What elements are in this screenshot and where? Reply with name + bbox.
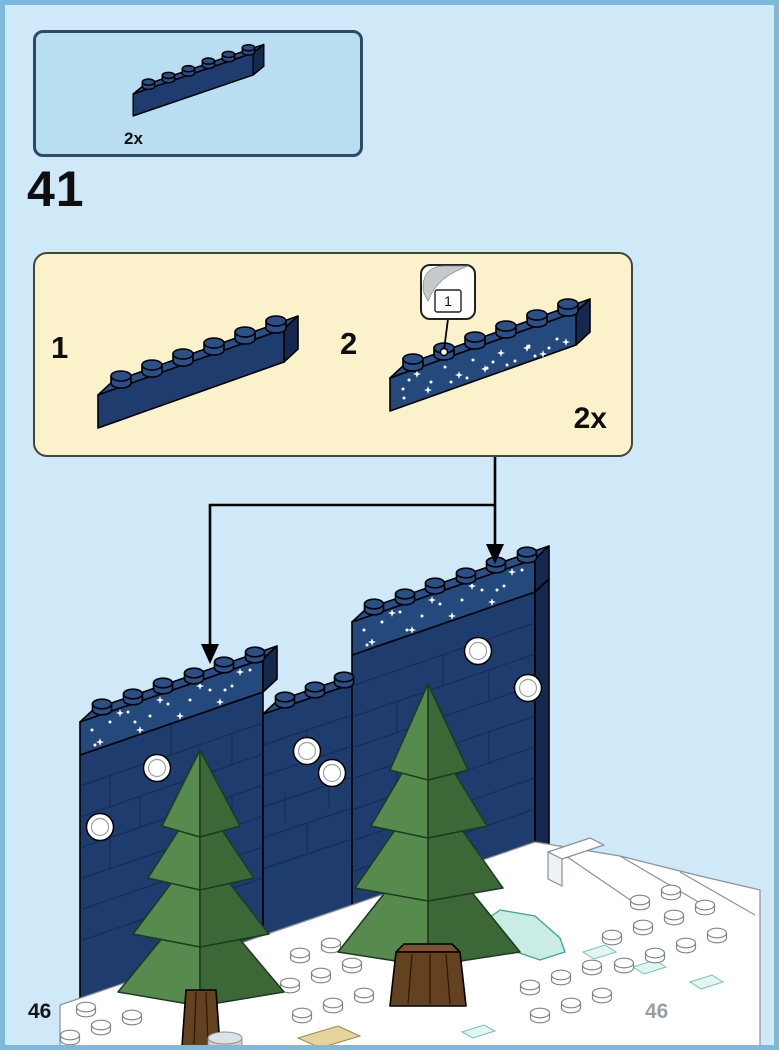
pine-tree-right xyxy=(337,683,521,967)
callout-illustration: 1 xyxy=(97,264,591,429)
wall-end-right xyxy=(534,578,550,871)
assembly-callout-box: 1 1 2 2x xyxy=(33,252,633,457)
assembly-arrow xyxy=(201,457,504,664)
snowball-plates xyxy=(85,636,543,842)
brick-1x6-dark-blue xyxy=(132,43,265,117)
printed-part-badge-number: 1 xyxy=(444,293,452,309)
star-brick-left xyxy=(79,645,278,756)
callout-quantity: 2x xyxy=(573,402,607,435)
pine-tree-left xyxy=(117,749,285,1007)
callout-brick-2-star-print xyxy=(389,298,591,412)
parts-callout-box: 2x xyxy=(33,30,363,157)
tree-trunk-piece xyxy=(389,943,467,1007)
part-brick-1x6-illustration xyxy=(132,43,265,117)
star-brick-right xyxy=(351,545,550,656)
part-quantity: 2x xyxy=(124,129,143,148)
step-number: 41 xyxy=(27,161,85,217)
callout-brick-1 xyxy=(97,315,299,429)
substep-1-label: 1 xyxy=(51,330,69,365)
page-number-left: 46 xyxy=(28,1000,52,1023)
substep-2-label: 2 xyxy=(340,326,358,361)
page-number-right: 46 xyxy=(645,1000,669,1023)
arrow-head-icon xyxy=(486,544,504,564)
printed-part-badge-icon: 1 xyxy=(420,264,476,357)
arrow-head-icon xyxy=(201,644,219,664)
